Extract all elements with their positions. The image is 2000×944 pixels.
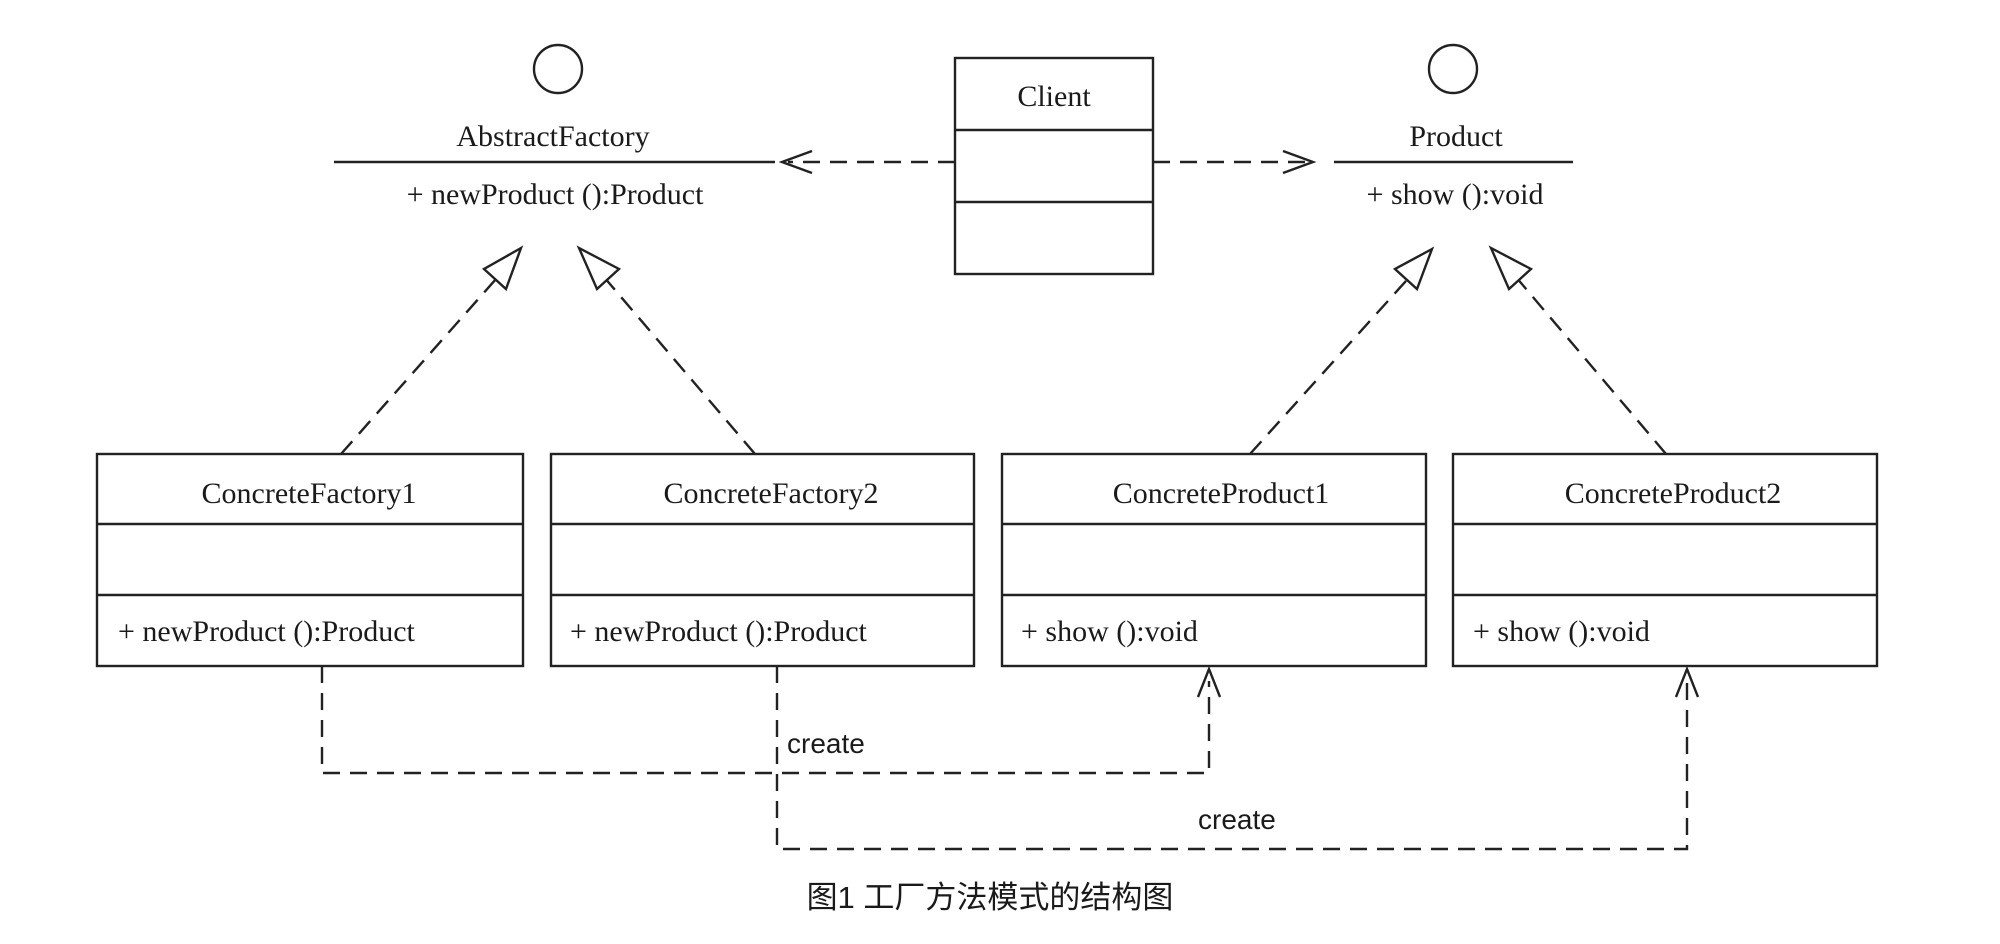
concrete-factory-1-class: ConcreteFactory1 + newProduct ():Product (95, 452, 525, 668)
concrete-factory-2-creates-concrete-product-2: create (775, 665, 1700, 851)
concrete-product-2-box (1451, 452, 1879, 668)
concrete-factory-2-method: + newProduct ():Product (570, 615, 868, 648)
concrete-product-1-box (1000, 452, 1428, 668)
product-interface-circle (1427, 43, 1479, 95)
concrete-factory-1-creates-concrete-product-1: create (320, 665, 1222, 775)
abstract-factory-name: AbstractFactory (456, 120, 649, 153)
concrete-product-1-realizes-product (1249, 246, 1435, 455)
concrete-factory-2-class: ConcreteFactory2 + newProduct ():Product (549, 452, 976, 668)
create-dependency-dashed-line (775, 666, 1689, 851)
hollow-triangle-arrowhead-icon (576, 245, 622, 292)
realization-dashed-line (1249, 270, 1416, 455)
concrete-product-2-method: + show ():void (1473, 615, 1650, 648)
concrete-factory-2-realizes-abstract-factory (576, 245, 756, 455)
concrete-product-1-name: ConcreteProduct1 (1113, 477, 1330, 510)
client-to-abstract-factory-dependency (778, 149, 955, 175)
product-method: + show ():void (1367, 178, 1544, 211)
concrete-product-1-class: ConcreteProduct1 + show ():void (1000, 452, 1428, 668)
concrete-product-2-realizes-product (1488, 245, 1667, 455)
concrete-factory-2-name: ConcreteFactory2 (664, 477, 879, 510)
hollow-triangle-arrowhead-icon (1488, 245, 1534, 292)
concrete-product-1-method: + show ():void (1021, 615, 1198, 648)
realization-dashed-line (1509, 269, 1667, 455)
concrete-factory-1-realizes-abstract-factory (340, 245, 524, 455)
client-box (953, 56, 1155, 276)
figure-caption: 图1 工厂方法模式的结构图 (807, 880, 1174, 915)
concrete-factory-1-method: + newProduct ():Product (118, 615, 416, 648)
concrete-factory-2-box (549, 452, 976, 668)
abstract-factory-interface: AbstractFactory + newProduct ():Product (334, 43, 775, 211)
open-arrowhead-icon (1196, 665, 1222, 698)
product-interface: Product + show ():void (1334, 43, 1573, 211)
concrete-factory-1-name: ConcreteFactory1 (202, 477, 417, 510)
product-name: Product (1409, 120, 1503, 153)
hollow-triangle-arrowhead-icon (1392, 246, 1435, 292)
hollow-triangle-arrowhead-icon (481, 245, 524, 292)
open-arrowhead-icon (778, 149, 813, 175)
concrete-product-2-name: ConcreteProduct2 (1565, 477, 1782, 510)
concrete-factory-1-box (95, 452, 525, 668)
client-to-product-dependency (1153, 149, 1317, 175)
abstract-factory-interface-circle (532, 43, 584, 95)
concrete-product-2-class: ConcreteProduct2 + show ():void (1451, 452, 1879, 668)
open-arrowhead-icon (1282, 149, 1317, 175)
realization-dashed-line (340, 269, 505, 455)
client-class: Client (953, 56, 1155, 276)
create-label-2: create (1198, 804, 1276, 835)
abstract-factory-method: + newProduct ():Product (407, 178, 705, 211)
open-arrowhead-icon (1674, 665, 1700, 698)
create-dependency-dashed-line (320, 666, 1211, 775)
create-label-1: create (787, 728, 865, 759)
client-name: Client (1017, 80, 1091, 113)
realization-dashed-line (597, 269, 756, 455)
